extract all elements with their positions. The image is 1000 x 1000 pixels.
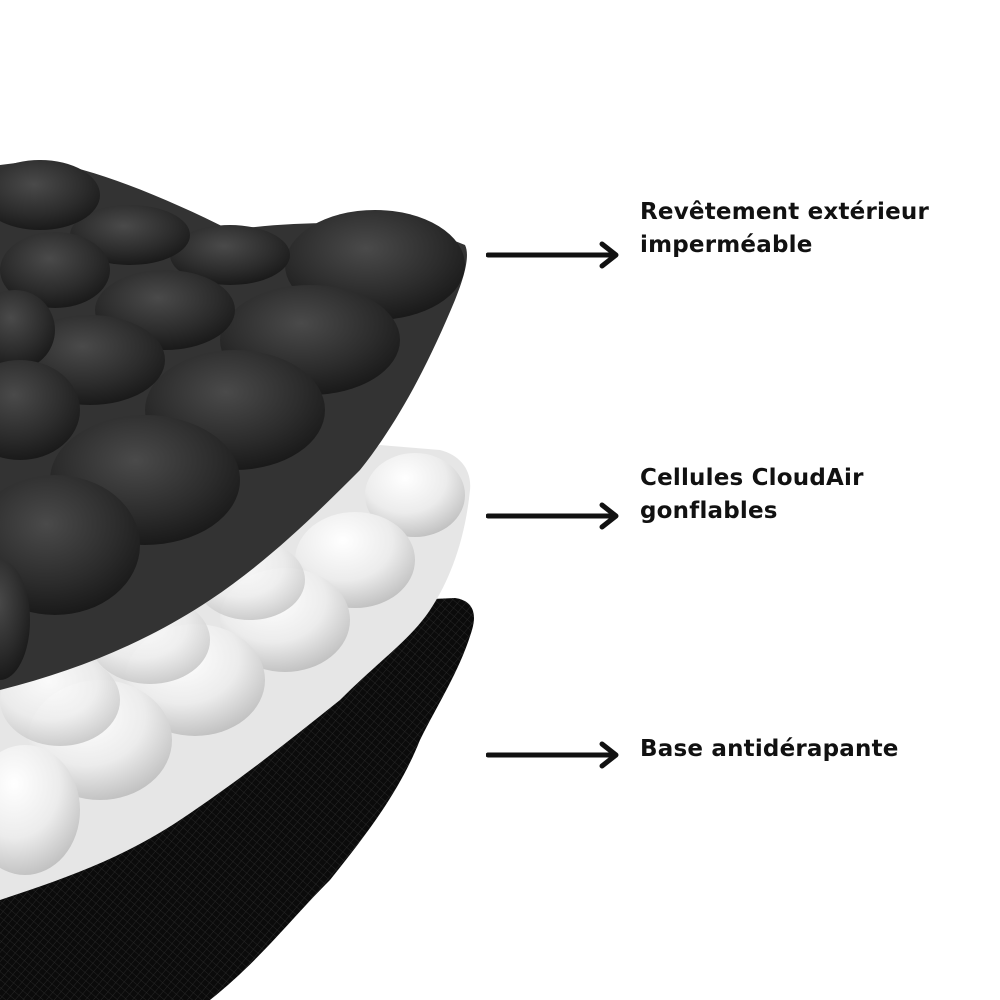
callout-text-line: Cellules CloudAir [640,465,864,491]
callout-text-line: imperméable [640,232,813,258]
top-cover-layer [0,160,467,690]
callout-top-cover: Revêtement extérieur imperméable [640,196,929,262]
callout-base: Base antidérapante [640,733,899,766]
arrow-right-icon [486,741,619,769]
callout-text-line: gonflables [640,498,778,524]
callout-text-line: Base antidérapante [640,736,899,762]
base-layer [0,598,475,1000]
callout-air-cells: Cellules CloudAir gonflables [640,462,864,528]
callout-text-line: Revêtement extérieur [640,199,930,225]
arrow-right-icon [486,241,619,269]
arrow-right-icon [486,502,619,530]
